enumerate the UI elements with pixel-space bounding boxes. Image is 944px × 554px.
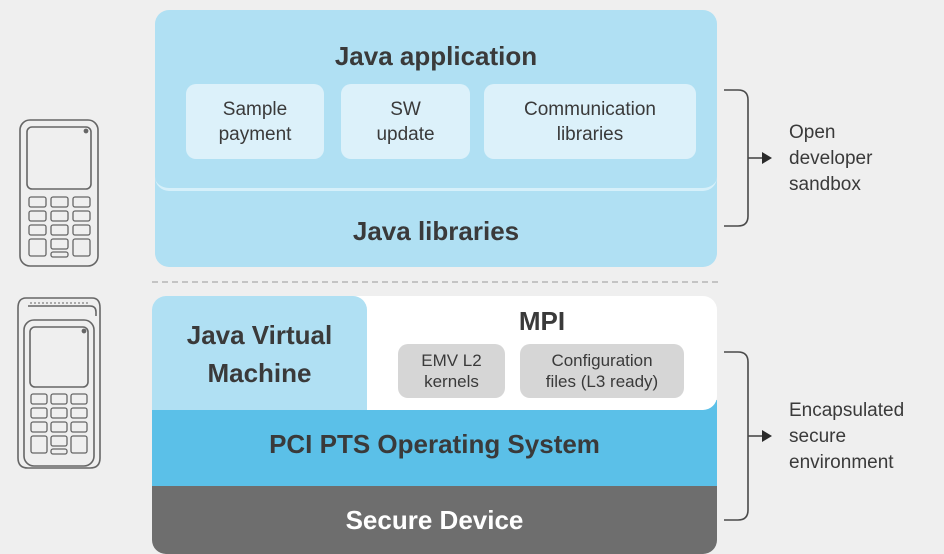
module-line: kernels	[424, 372, 479, 391]
module-communication-libraries: Communication libraries	[484, 84, 696, 159]
jvm-line: Java Virtual	[186, 320, 333, 350]
label-line: secure	[789, 426, 847, 447]
label-line: Open	[789, 122, 836, 143]
pci-os-layer: PCI PTS Operating System	[152, 400, 717, 486]
secure-env-label: Encapsulated secure environment	[789, 398, 939, 476]
countertop-terminal-icon	[17, 297, 101, 469]
module-line: payment	[218, 123, 292, 145]
dashed-divider	[152, 281, 718, 283]
open-sandbox-bracket	[724, 89, 762, 227]
open-sandbox-label: Open developer sandbox	[789, 120, 929, 198]
jvm-label: Java Virtual Machine	[152, 312, 367, 396]
module-line: files (L3 ready)	[545, 372, 659, 391]
label-line: environment	[789, 452, 894, 473]
handheld-terminal-icon	[19, 119, 99, 267]
module-line: libraries	[556, 123, 624, 145]
java-application-title: Java application	[334, 40, 538, 71]
module-sample-payment: Sample payment	[186, 84, 324, 159]
module-line: SW	[390, 98, 421, 120]
jvm-layer: Java Virtual Machine	[152, 296, 367, 410]
mpi-title: MPI	[518, 305, 566, 336]
module-sw-update: SW update	[341, 84, 470, 159]
module-line: Communication	[524, 98, 656, 120]
secure-device-label: Secure Device	[345, 504, 524, 535]
jvm-line: Machine	[207, 358, 312, 388]
module-line: Configuration	[551, 351, 653, 370]
module-line: Sample	[222, 98, 288, 120]
module-emv-l2-kernels: EMV L2 kernels	[398, 344, 505, 398]
arrow-right-icon	[762, 152, 772, 164]
pci-os-label: PCI PTS Operating System	[269, 428, 600, 459]
label-line: sandbox	[789, 174, 861, 195]
module-line: update	[376, 123, 435, 145]
label-line: developer	[789, 148, 873, 169]
arrow-right-icon	[762, 430, 772, 442]
java-libraries-label: Java libraries	[352, 215, 520, 246]
label-line: Encapsulated	[789, 400, 905, 421]
module-line: EMV L2	[421, 351, 482, 370]
secure-env-bracket	[724, 351, 762, 521]
module-configuration-files: Configuration files (L3 ready)	[520, 344, 684, 398]
